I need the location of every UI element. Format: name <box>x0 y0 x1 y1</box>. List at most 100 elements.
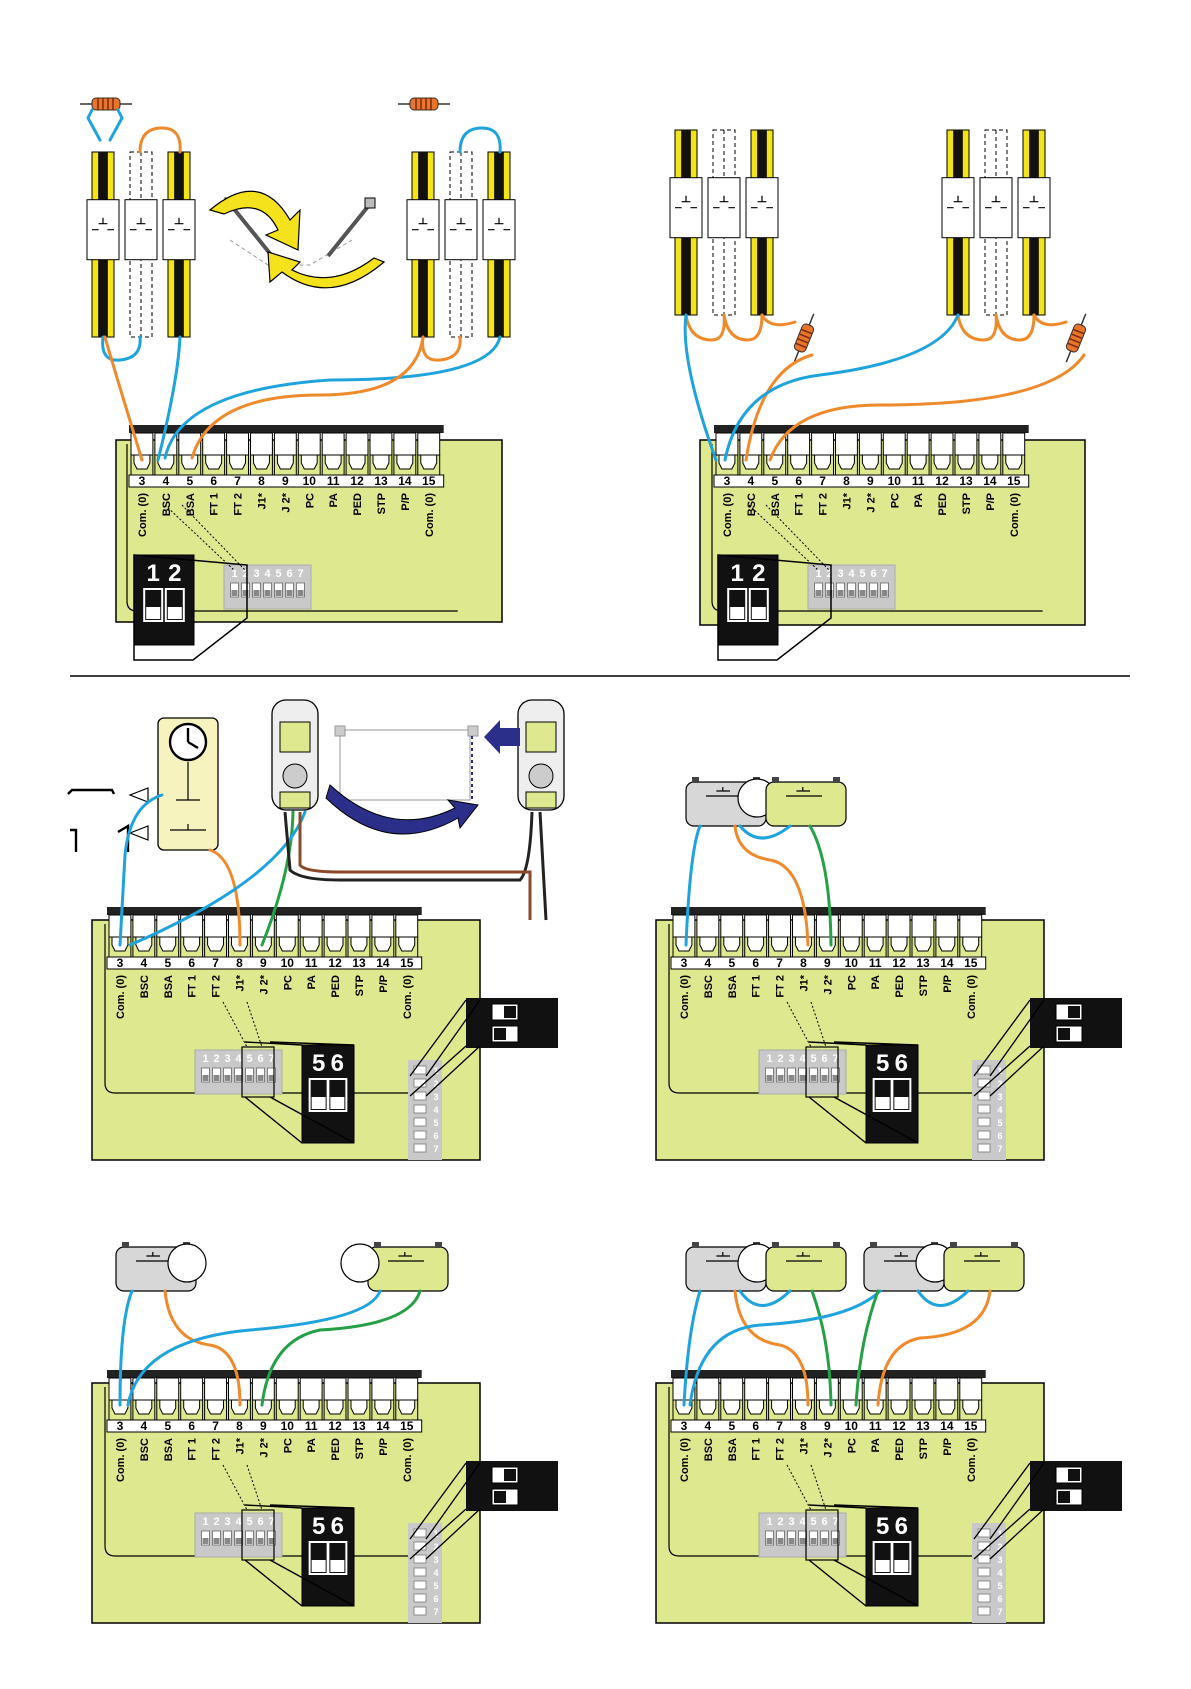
terminal-screw <box>300 454 318 470</box>
wire-edge-loop-r <box>994 313 1036 342</box>
safety-edge-switch <box>444 199 478 261</box>
dip-number: 6 <box>257 1516 263 1528</box>
photocell-icon <box>863 1242 955 1292</box>
terminal-label: Com. (0) <box>966 1438 978 1482</box>
terminal-screw <box>374 936 392 952</box>
terminal-label: Com. (0) <box>679 975 691 1019</box>
wire-orange <box>733 824 810 947</box>
terminal-number: 14 <box>376 956 390 970</box>
dip-lever-knob <box>815 590 822 596</box>
terminal-screw <box>278 1399 296 1415</box>
dip-lever-knob <box>264 590 271 596</box>
safety-edge-switch <box>669 177 703 239</box>
resistor-band <box>800 328 813 335</box>
terminal-number: 12 <box>892 956 906 970</box>
terminal-screw <box>861 454 879 470</box>
terminal-cell <box>911 1377 935 1401</box>
terminal-screw <box>842 936 860 952</box>
side-dip-lever <box>413 1580 427 1590</box>
terminal-number: 14 <box>940 1419 954 1433</box>
photocell-clip <box>374 1242 381 1248</box>
dip-number: 3 <box>788 1053 794 1065</box>
terminal-label: BSA <box>727 1438 739 1461</box>
terminal-number: 14 <box>376 1419 390 1433</box>
terminal-label: PED <box>330 1438 342 1461</box>
gate-leaf <box>228 202 274 258</box>
terminal-number: 7 <box>234 474 241 488</box>
terminal-label: FT 2 <box>775 975 787 998</box>
dip-number: 2 <box>777 1516 783 1528</box>
terminal-label: FT 1 <box>751 975 763 998</box>
terminal-cell <box>299 914 323 938</box>
terminal-screw <box>350 936 368 952</box>
terminal-cell <box>156 1377 180 1401</box>
terminal-number: 7 <box>776 1419 783 1433</box>
safety-edge-icon <box>1017 129 1051 316</box>
terminal-label: BSC <box>703 1438 715 1461</box>
terminal-cell <box>371 914 395 938</box>
photocell-icon <box>765 1242 847 1292</box>
terminal-number: 14 <box>398 474 412 488</box>
terminal-number-strip <box>670 956 987 970</box>
terminal-cell <box>395 914 419 938</box>
terminal-label: BSC <box>703 975 715 998</box>
resistor-icon <box>793 313 815 363</box>
dip-lever-knob <box>246 1075 253 1081</box>
terminal-label: J1* <box>257 492 269 509</box>
wire-right-blue <box>163 335 502 460</box>
dip-zoom-number: 2 <box>752 560 765 587</box>
push-button-icon <box>450 217 472 231</box>
side-dip-zoom-knob <box>1068 1469 1080 1481</box>
terminal-label: P/P <box>985 493 997 511</box>
photocell-clip <box>1011 1242 1018 1248</box>
photocell-icon <box>271 699 565 811</box>
dip-number: 3 <box>253 568 259 580</box>
terminal-cell <box>835 432 858 456</box>
resistor-icon <box>80 97 132 111</box>
terminal-label: BSA <box>163 1438 175 1461</box>
side-dip-zoom-knob <box>504 1469 516 1481</box>
terminal-number: 10 <box>281 956 295 970</box>
dip-lever-knob <box>859 590 866 596</box>
terminal-screw <box>790 454 808 470</box>
terminal-label: FT 2 <box>775 1438 787 1461</box>
terminal-number: 4 <box>705 1419 712 1433</box>
push-button-icon <box>713 195 735 209</box>
terminal-number: 4 <box>141 956 148 970</box>
dip-link-dotted <box>222 1001 263 1048</box>
dip-lever-knob <box>202 1538 209 1544</box>
terminal-number: 10 <box>845 956 859 970</box>
terminal-label: PC <box>846 1438 858 1453</box>
safety-edge-icon <box>444 151 478 338</box>
dip-lever-knob <box>881 590 888 596</box>
photocell-lens <box>340 1243 380 1283</box>
dip-number: 1 <box>815 568 821 580</box>
dip-lever-knob <box>810 1075 817 1081</box>
dip-number: 3 <box>224 1053 230 1065</box>
dip-zoom-number: 5 <box>312 1513 325 1540</box>
terminal-screw <box>818 936 836 952</box>
terminal-screw <box>398 1399 416 1415</box>
push-button-icon <box>786 1252 822 1262</box>
terminal-label: J1* <box>799 1437 811 1454</box>
gate-hinge <box>364 197 376 209</box>
wire-right-blue <box>723 313 960 462</box>
side-dip-lever <box>413 1104 427 1114</box>
dip-zoom-lever <box>330 1097 345 1109</box>
side-dip-lever <box>977 1593 991 1603</box>
slide-arrow-icon <box>325 720 520 835</box>
side-dip-lever <box>413 1117 427 1127</box>
dip-lever-knob <box>213 1538 220 1544</box>
terminal-number: 15 <box>1007 474 1021 488</box>
resistor-body <box>91 97 121 111</box>
terminal-number: 5 <box>771 474 778 488</box>
safety-edge-switch <box>162 199 196 261</box>
side-dip-lever <box>413 1567 427 1577</box>
dip-number: 6 <box>821 1516 827 1528</box>
terminal-number: 8 <box>843 474 850 488</box>
terminal-cell <box>132 914 156 938</box>
wire-brown <box>298 812 532 920</box>
terminal-screw <box>420 454 438 470</box>
